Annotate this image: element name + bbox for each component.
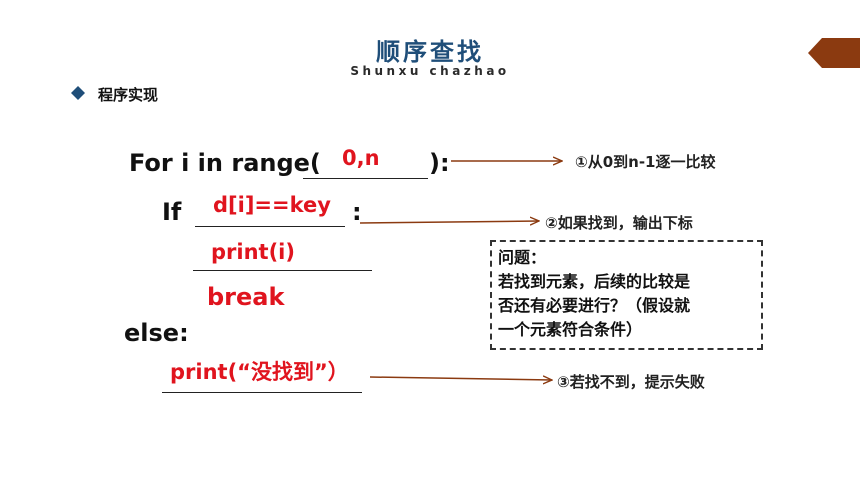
page-title: 顺序查找 (376, 38, 484, 66)
answer-break: break (207, 283, 285, 311)
blank-not-found (162, 392, 362, 393)
answer-not-found: print(“没找到”） (170, 360, 349, 384)
blank-print (193, 270, 372, 271)
arrow-3 (369, 377, 552, 380)
question-line: 一个元素符合条件） (498, 320, 643, 339)
note-not-found: ③若找不到，提示失败 (557, 373, 705, 391)
page-subtitle: Shunxu chazhao (350, 64, 510, 78)
question-line: 问题： (498, 248, 547, 267)
question-line: 否还有必要进行？（假设就 (498, 296, 691, 315)
question-box: 问题： 若找到元素，后续的比较是 否还有必要进行？（假设就 一个元素符合条件） (490, 240, 763, 350)
answer-print: print(i) (211, 240, 295, 264)
arrow-2 (359, 221, 539, 223)
diamond-bullet-icon (71, 86, 85, 100)
code-for-colon: ): (429, 149, 450, 177)
code-if-colon: : (352, 198, 362, 226)
note-compare-range: ①从0到n-1逐一比较 (575, 153, 716, 171)
blank-range-args (303, 178, 428, 179)
question-line: 若找到元素，后续的比较是 (498, 272, 691, 291)
note-found-output: ②如果找到，输出下标 (545, 214, 693, 232)
code-for-keyword: For i in range( (129, 149, 321, 177)
code-else-keyword: else: (124, 319, 189, 347)
blank-condition (195, 226, 345, 227)
code-if-keyword: If (162, 198, 182, 226)
section-heading: 程序实现 (98, 86, 159, 104)
answer-condition: d[i]==key (213, 193, 331, 217)
corner-arrow-decoration (808, 38, 860, 68)
answer-range-args: 0,n (342, 146, 380, 170)
